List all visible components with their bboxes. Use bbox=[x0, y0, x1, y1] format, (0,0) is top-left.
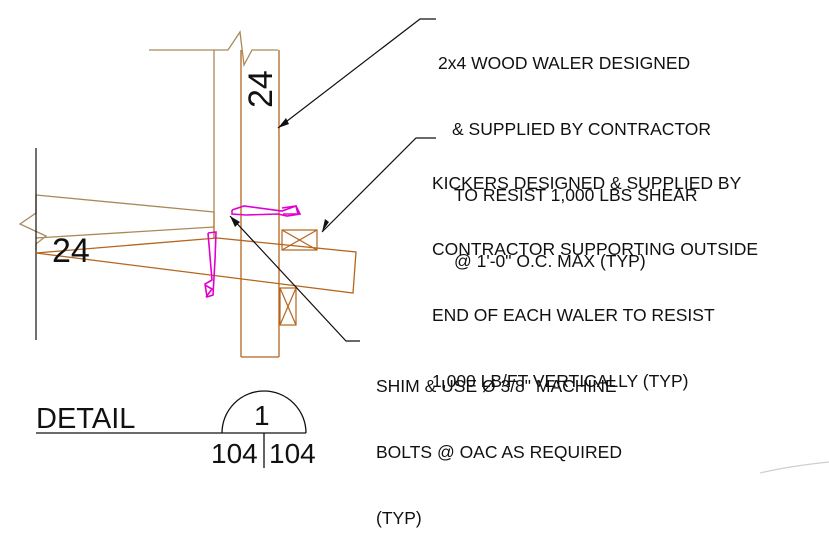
waler-note-line: TO RESIST 1,000 LBS SHEAR bbox=[454, 185, 698, 205]
kickers-leader bbox=[321, 137, 436, 233]
shim-note-line: SHIM & USE Ø 3/8" MACHINE bbox=[376, 376, 617, 396]
kicker-block-upper bbox=[281, 229, 318, 251]
faint-edge-mark bbox=[759, 461, 829, 474]
kickers-note-line: CONTRACTOR SUPPORTING OUTSIDE bbox=[432, 239, 759, 259]
detail-label: DETAIL bbox=[36, 403, 135, 435]
detail-tag: DETAIL 1 104 104 bbox=[36, 390, 316, 469]
waler-leader bbox=[277, 18, 436, 129]
shim-leader bbox=[229, 215, 360, 342]
waler-note-line: @ 1'-0" O.C. MAX (TYP) bbox=[454, 251, 646, 271]
horizontal-dimension-label: 24 bbox=[52, 232, 90, 270]
vertical-waler bbox=[240, 50, 280, 358]
waler-note-line: 2x4 WOOD WALER DESIGNED bbox=[438, 53, 691, 73]
horizontal-waler bbox=[35, 212, 357, 294]
kickers-note-line: KICKERS DESIGNED & SUPPLIED BY bbox=[432, 173, 742, 193]
waler-note-line: & SUPPLIED BY CONTRACTOR bbox=[452, 119, 711, 139]
detail-sheet-right: 104 bbox=[269, 438, 316, 469]
kickers-note: KICKERS DESIGNED & SUPPLIED BY CONTRACTO… bbox=[432, 128, 758, 414]
wall-break-line bbox=[149, 30, 278, 68]
vertical-dimension-label: 24 bbox=[242, 70, 280, 108]
kickers-note-line: END OF EACH WALER TO RESIST bbox=[432, 305, 715, 325]
slab-break-line bbox=[18, 195, 48, 250]
detail-drawing: 24 24 DETAIL 1 104 104 bbox=[18, 18, 829, 474]
leader-lines bbox=[229, 18, 436, 342]
kicker-block-lower bbox=[279, 287, 297, 326]
shim-note-line: (TYP) bbox=[376, 508, 422, 528]
vertical-wall bbox=[149, 30, 278, 212]
detail-sheet-left: 104 bbox=[211, 438, 258, 469]
horizontal-slab bbox=[18, 194, 215, 250]
kickers-note-line: 1,000 LB/FT VERTICALLY (TYP) bbox=[432, 371, 689, 391]
shim-note-line: BOLTS @ OAC AS REQUIRED bbox=[376, 442, 622, 462]
shim-bolts bbox=[204, 205, 302, 299]
waler-note: 2x4 WOOD WALER DESIGNED & SUPPLIED BY CO… bbox=[438, 8, 711, 294]
detail-callout-arc bbox=[221, 390, 307, 434]
leader-arrowheads bbox=[230, 118, 329, 232]
shim-note: SHIM & USE Ø 3/8" MACHINE BOLTS @ OAC AS… bbox=[376, 331, 622, 551]
detail-number: 1 bbox=[254, 400, 270, 431]
